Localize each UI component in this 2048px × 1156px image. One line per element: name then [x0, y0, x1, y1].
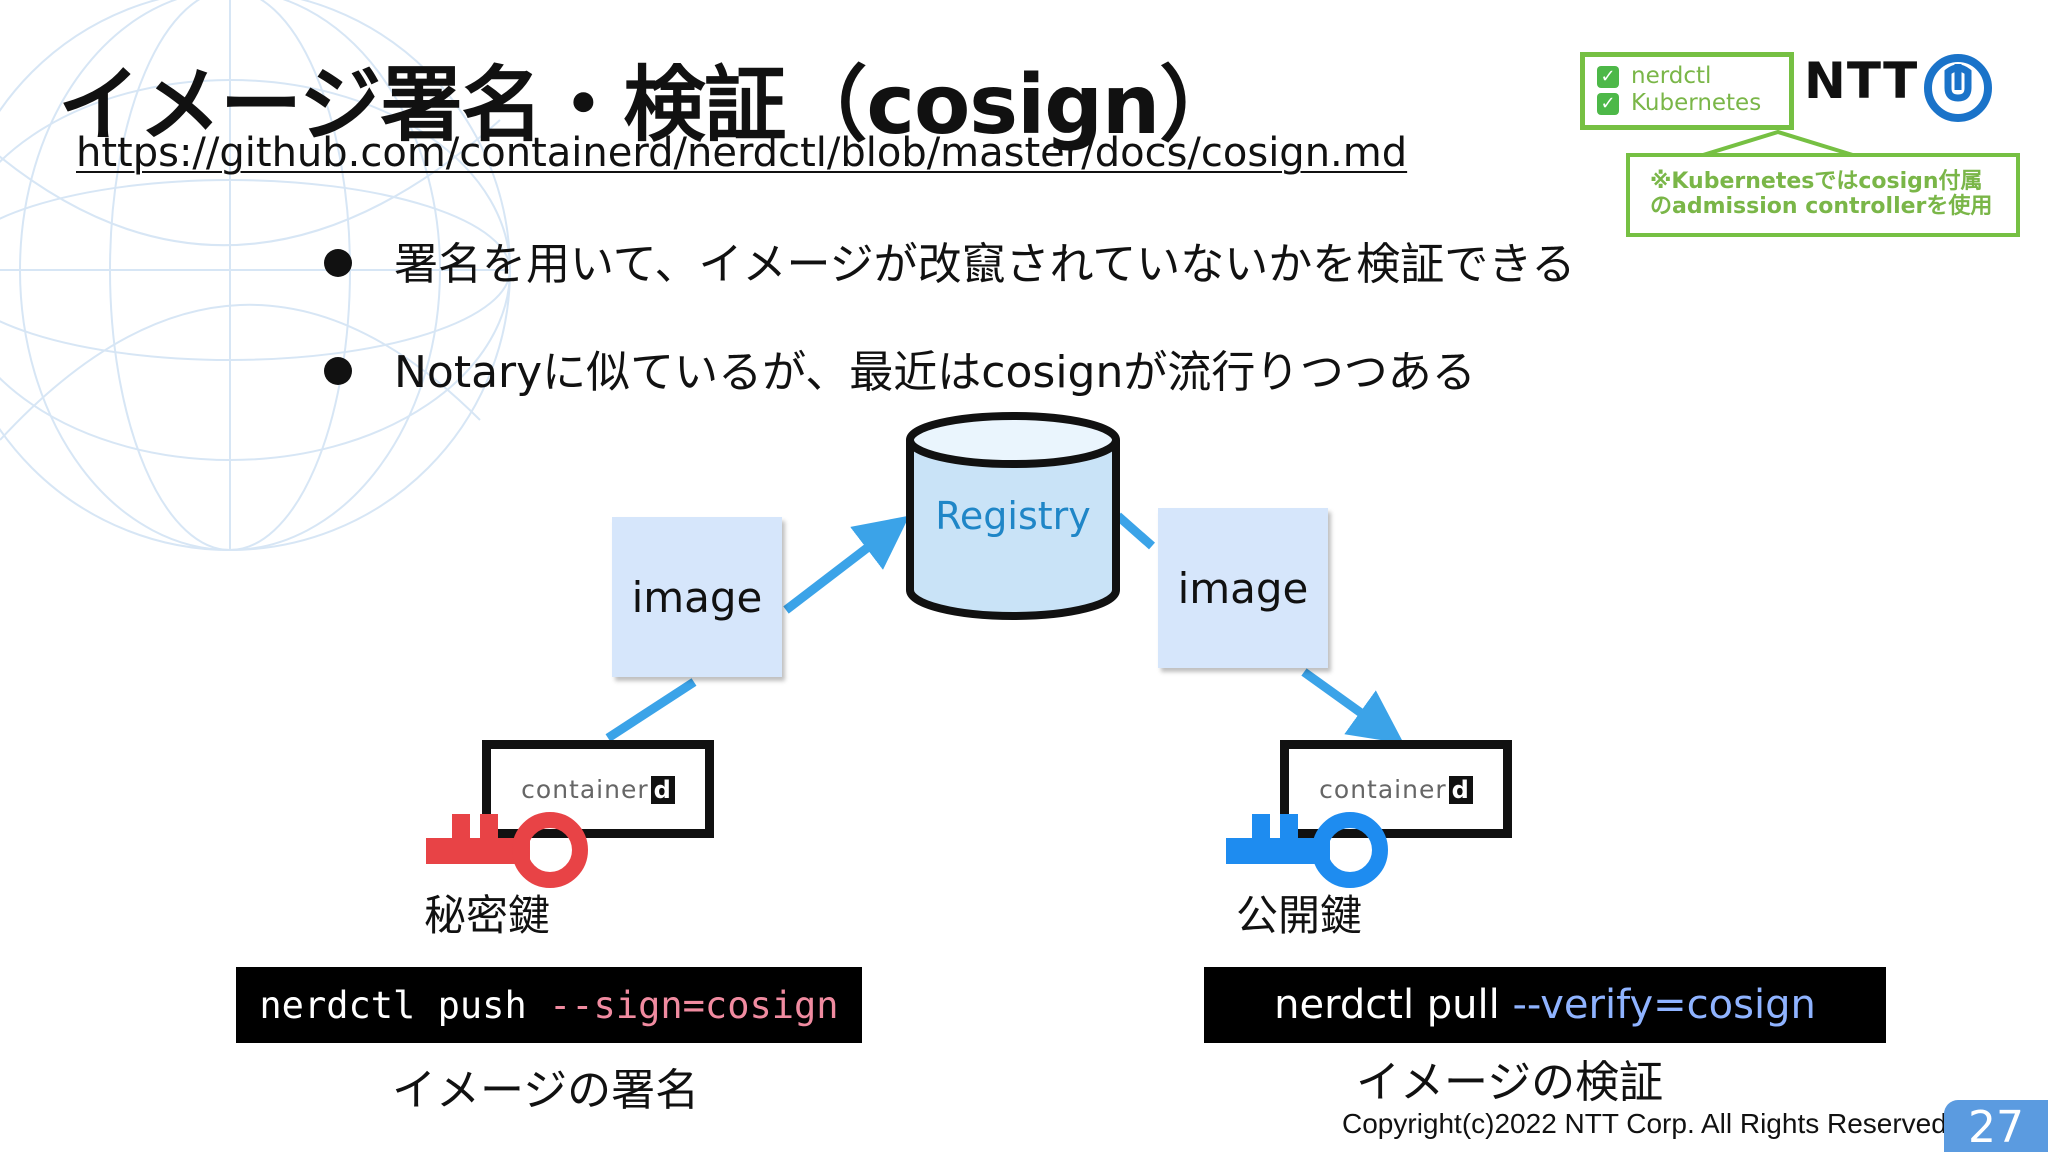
page-number: 27 — [1944, 1100, 2048, 1153]
command-flag: --verify=cosign — [1512, 982, 1816, 1028]
note-line: ※Kubernetesではcosign付属 — [1650, 169, 1983, 194]
supported-tools-box: ✓ nerdctl ✓ Kubernetes — [1580, 52, 1794, 130]
checkbox-checked-icon: ✓ — [1597, 92, 1619, 115]
push-command: nerdctl push --sign=cosign — [236, 967, 862, 1043]
note-line: のadmission controllerを使用 — [1650, 194, 1993, 219]
arrow-image-to-containerd — [1301, 668, 1404, 744]
private-key-label: 秘密鍵 — [424, 891, 551, 940]
tag-row: ✓ nerdctl — [1597, 63, 1789, 90]
image-box-right: image — [1158, 508, 1328, 668]
tag-label: Kubernetes — [1631, 90, 1762, 116]
command-text: nerdctl pull — [1274, 982, 1513, 1028]
arrow-containerd-to-image — [605, 678, 697, 742]
ntt-logo-text: NTT — [1804, 52, 1919, 110]
bullet-dot-icon — [324, 357, 352, 385]
arrow-registry-to-image — [1115, 512, 1155, 550]
public-key-icon — [1226, 812, 1388, 888]
bullet-text: Notaryに似ているが、最近はcosignが流行りつつある — [394, 347, 1476, 398]
arrow-image-to-registry — [783, 515, 910, 614]
verify-caption: イメージの検証 — [1356, 1057, 1664, 1108]
command-flag: --sign=cosign — [549, 983, 839, 1027]
tag-label: nerdctl — [1631, 63, 1712, 89]
sign-caption: イメージの署名 — [392, 1065, 700, 1116]
registry-label: Registry — [935, 494, 1091, 538]
callout-pointer — [1700, 129, 1857, 158]
bullet-item: Notaryに似ているが、最近はcosignが流行りつつある — [324, 336, 1476, 400]
pull-command: nerdctl pull --verify=cosign — [1204, 967, 1886, 1043]
public-key-label: 公開鍵 — [1236, 891, 1363, 940]
private-key-icon — [426, 812, 588, 888]
slide-title: イメージ署名・検証（cosign） — [58, 58, 1241, 153]
command-text: nerdctl push — [259, 983, 549, 1027]
image-box-left: image — [612, 517, 782, 677]
kubernetes-note: ※Kubernetesではcosign付属 のadmission control… — [1626, 153, 2020, 237]
checkbox-checked-icon: ✓ — [1597, 65, 1619, 88]
copyright: Copyright(c)2022 NTT Corp. All Rights Re… — [1342, 1108, 1955, 1139]
docs-link[interactable]: https://github.com/containerd/nerdctl/bl… — [76, 130, 1408, 176]
bullet-text: 署名を用いて、イメージが改竄されていないかを検証できる — [394, 239, 1576, 290]
bullet-item: 署名を用いて、イメージが改竄されていないかを検証できる — [324, 228, 1575, 292]
ntt-logo-icon — [1924, 54, 1992, 122]
bullet-dot-icon — [324, 249, 352, 277]
tag-row: ✓ Kubernetes — [1597, 90, 1789, 117]
registry-cylinder-icon — [906, 412, 1120, 620]
